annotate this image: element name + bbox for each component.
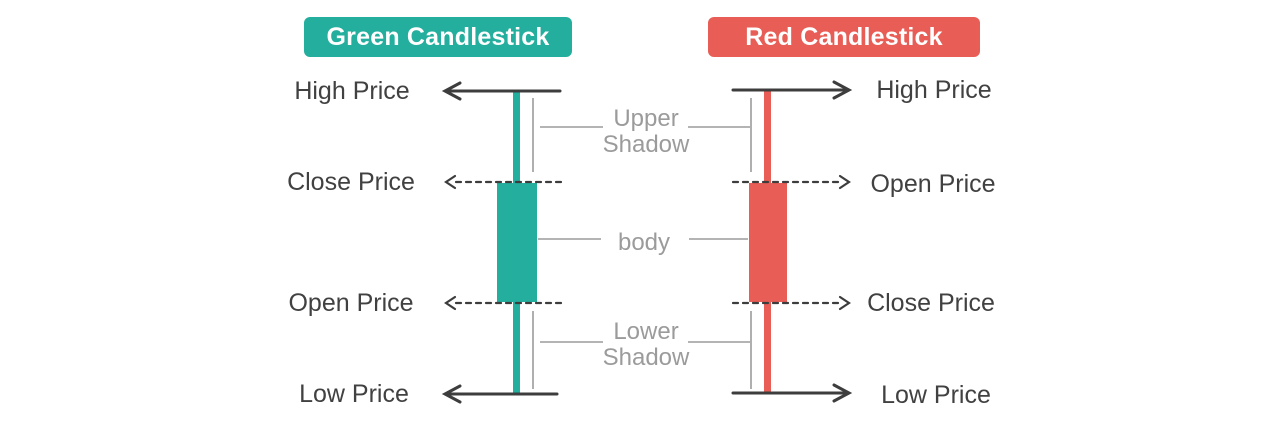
green-close-dashed-arrow [444, 174, 564, 190]
red-open-dashed-arrow [731, 174, 851, 190]
body-label: body [617, 229, 671, 256]
green-body [497, 183, 537, 302]
upper-shadow-label: Upper Shadow [566, 106, 726, 158]
green-low-price-label: Low Price [299, 380, 409, 408]
red-candlestick [749, 90, 787, 393]
upper-shadow-label-line1: Upper [613, 105, 679, 132]
green-high-price-label: High Price [294, 77, 410, 105]
lower-shadow-label-line2: Shadow [602, 344, 690, 371]
green-open-dashed-arrow [444, 295, 564, 311]
red-high-price-label: High Price [876, 76, 992, 104]
lower-shadow-label: Lower Shadow [566, 319, 726, 371]
green-open-price-label: Open Price [288, 289, 414, 317]
red-body [749, 183, 787, 302]
red-high-arrow [731, 80, 853, 100]
red-close-dashed-arrow [731, 295, 851, 311]
green-close-price-label: Close Price [287, 168, 415, 196]
green-low-arrow [441, 384, 559, 404]
green-candlestick-header: Green Candlestick [304, 17, 572, 57]
annotation-connectors [538, 126, 750, 343]
red-close-price-label: Close Price [867, 289, 995, 317]
lower-shadow-label-line1: Lower [613, 318, 679, 345]
red-candlestick-header: Red Candlestick [708, 17, 980, 57]
red-low-price-label: Low Price [881, 381, 991, 409]
green-candlestick [497, 91, 537, 394]
red-open-price-label: Open Price [870, 170, 996, 198]
red-low-arrow [731, 383, 853, 403]
shadow-brackets [532, 98, 752, 389]
green-high-arrow [441, 81, 562, 101]
upper-shadow-label-line2: Shadow [602, 131, 690, 158]
